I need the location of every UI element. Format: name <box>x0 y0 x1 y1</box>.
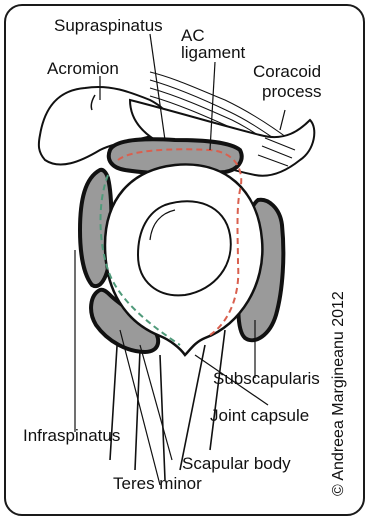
label-subscapularis: Subscapularis <box>213 370 320 388</box>
label-acromion: Acromion <box>47 60 119 78</box>
label-supraspinatus: Supraspinatus <box>54 17 163 35</box>
label-joint-capsule: Joint capsule <box>210 407 309 425</box>
label-coracoid-line2: process <box>262 83 322 101</box>
label-ac-ligament-line2: ligament <box>181 44 245 62</box>
label-infraspinatus: Infraspinatus <box>23 427 120 445</box>
label-teres-minor: Teres minor <box>113 475 202 493</box>
label-coracoid-line1: Coracoid <box>253 63 321 81</box>
copyright-text: © Andreea Margineanu 2012 <box>330 291 348 496</box>
label-scapular-body: Scapular body <box>182 455 291 473</box>
